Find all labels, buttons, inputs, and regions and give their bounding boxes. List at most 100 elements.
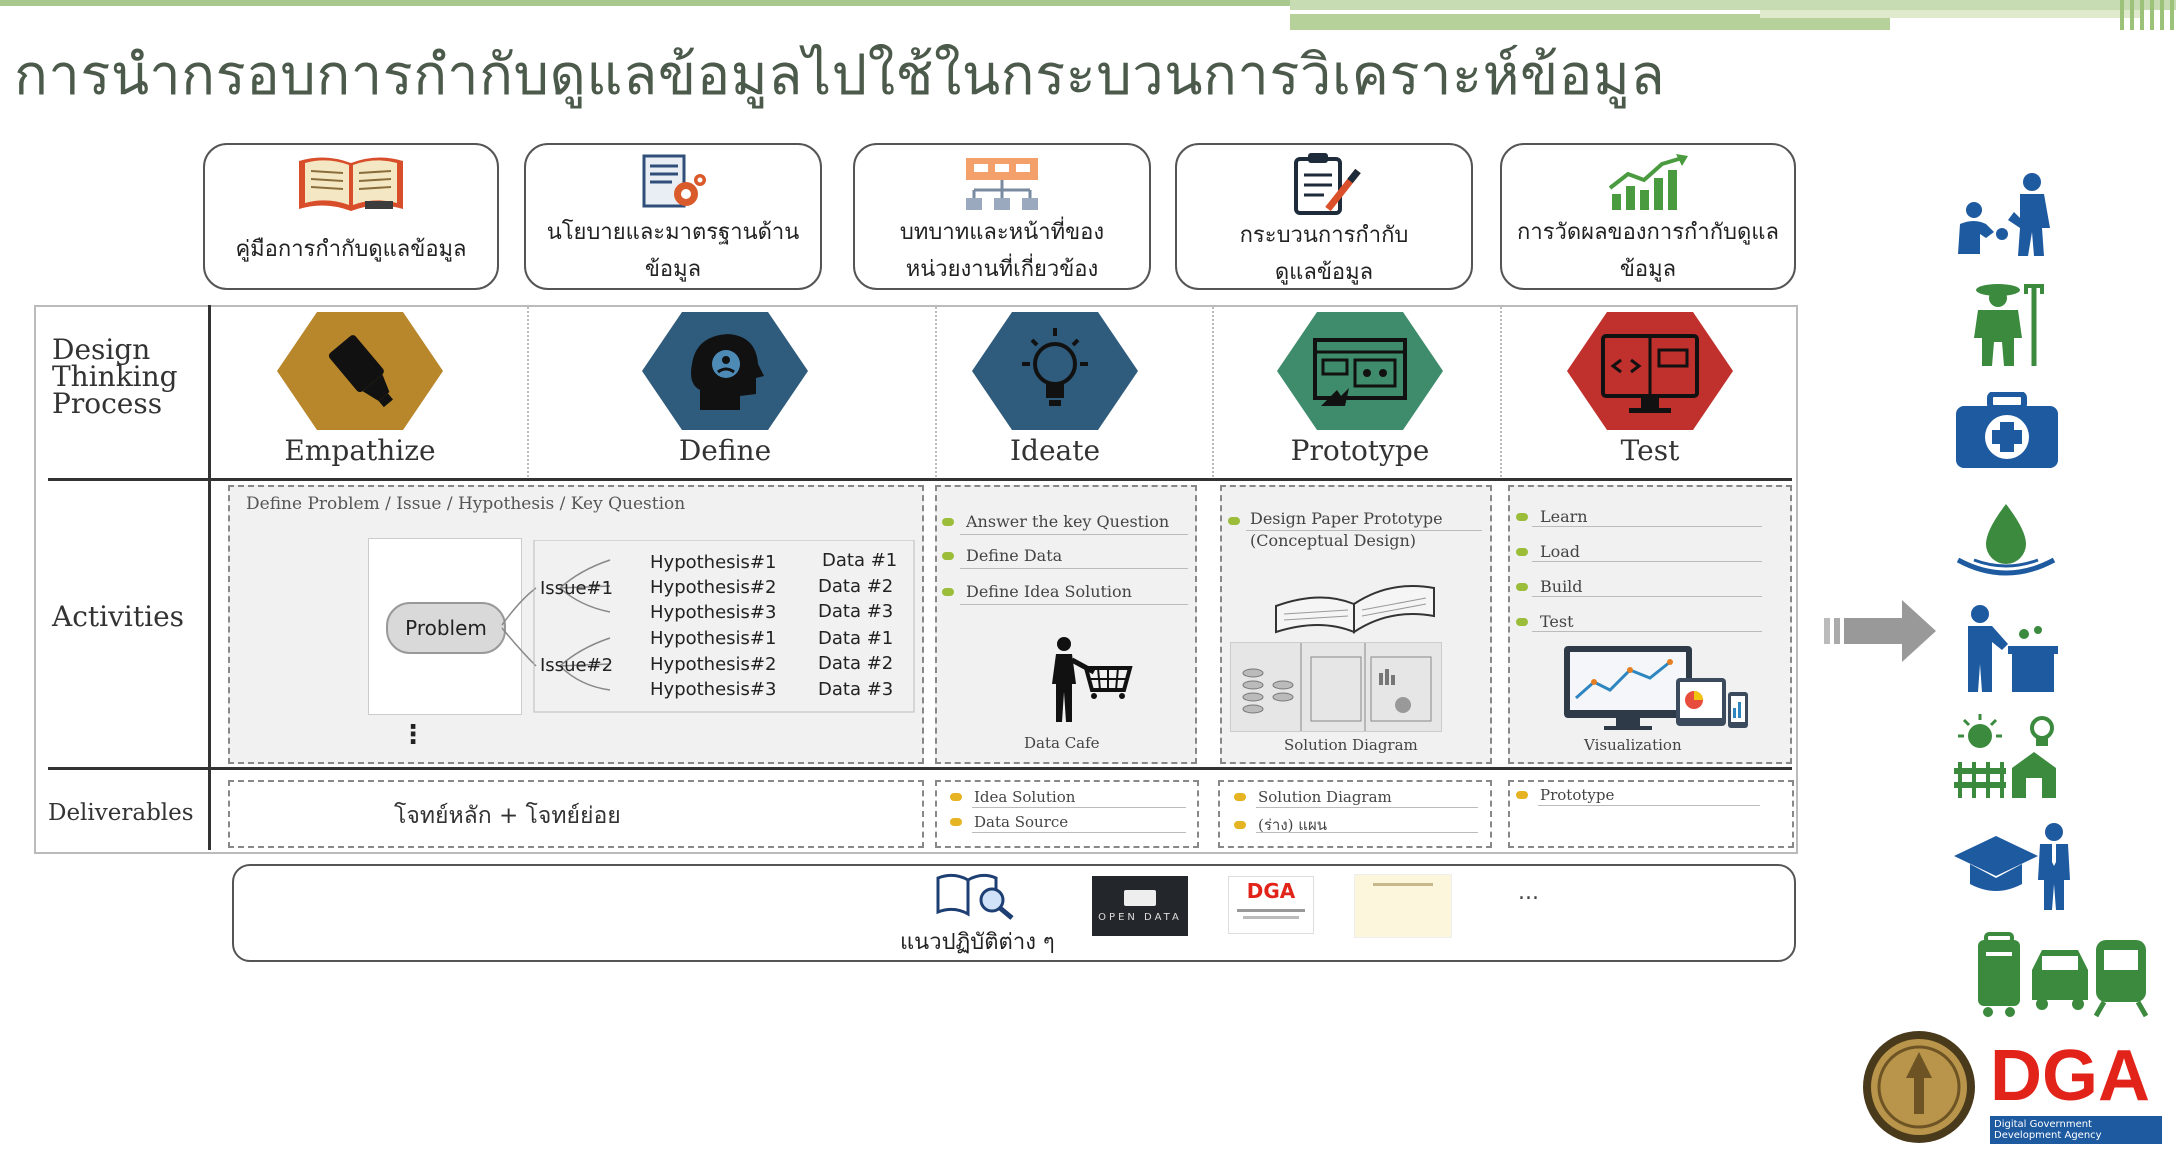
stage-name: Ideate xyxy=(1009,434,1101,467)
guidelines-box xyxy=(232,864,1796,962)
dga-document-thumbnail: DGA xyxy=(1228,876,1314,934)
bullet-dot xyxy=(1234,793,1246,801)
item-underline xyxy=(1532,526,1762,527)
item-underline xyxy=(960,568,1188,569)
ellipsis-marker: ⋮ xyxy=(400,720,426,750)
document-thumbnail xyxy=(1354,874,1452,938)
stage-empathize: Empathize xyxy=(270,310,450,470)
column-divider xyxy=(527,307,529,477)
stage-name: Empathize xyxy=(284,434,436,467)
governance-box-manual: คู่มือการกำกับดูแลข้อมูล xyxy=(203,143,499,290)
government-seal-logo xyxy=(1863,1031,1975,1143)
item-underline xyxy=(960,534,1188,535)
solution-diagram-image xyxy=(1230,642,1442,732)
row-label-divider xyxy=(208,305,211,850)
test-item: Learn xyxy=(1516,507,1588,526)
bullet-dot xyxy=(950,818,962,826)
water-drop-icon xyxy=(1956,504,2056,576)
head-silhouette-icon xyxy=(642,312,808,430)
header-decor-band xyxy=(1290,14,1890,30)
test-item: Test xyxy=(1516,612,1574,631)
governance-box-measurement: การวัดผลของการกำกับดูแล ข้อมูล xyxy=(1500,143,1796,290)
stage-name: Define xyxy=(678,434,772,467)
deliverable-item: Solution Diagram xyxy=(1234,788,1392,806)
row-label-process: Design Thinking Process xyxy=(52,333,178,420)
shopper-cart-icon xyxy=(1052,637,1133,722)
lightbulb-icon xyxy=(972,312,1138,430)
deliverable-test-box xyxy=(1508,780,1794,848)
stage-define: Define xyxy=(635,310,815,470)
item-underline xyxy=(1532,561,1762,562)
ideate-item: Define Data xyxy=(942,546,1062,565)
item-underline xyxy=(1256,807,1478,808)
prototype-item xyxy=(1228,510,1252,529)
header-decor-band xyxy=(1290,0,2176,10)
bullet-dot xyxy=(1234,821,1246,829)
stage-ideate: Ideate xyxy=(965,310,1145,470)
item-underline xyxy=(1256,832,1478,833)
data-label: Data #2 xyxy=(818,653,894,674)
org-chart-icon xyxy=(962,151,1042,214)
slide-title: การนำกรอบการกำกับดูแลข้อมูลไปใช้ในกระบวน… xyxy=(14,43,1666,108)
education-icon xyxy=(1954,823,2070,910)
deliverable-item: (ร่าง) แผน xyxy=(1234,813,1327,837)
deliverable-item: Data Source xyxy=(950,813,1068,831)
row-divider xyxy=(48,478,1792,481)
bullet-dot xyxy=(1516,582,1528,591)
code-monitor-icon xyxy=(1567,312,1733,430)
hypothesis-label: Hypothesis#1 xyxy=(650,628,777,649)
problem-label: Problem xyxy=(405,616,487,640)
governance-box-label: คู่มือการกำกับดูแลข้อมูล xyxy=(235,237,467,262)
guidelines-label: แนวปฏิบัติต่าง ๆ xyxy=(900,930,1055,955)
item-underline xyxy=(960,604,1188,605)
governance-box-roles: บทบาทและหน้าที่ของ หน่วยงานที่เกี่ยวข้อง xyxy=(853,143,1151,290)
issue-label: Issue#2 xyxy=(540,655,614,676)
row-label-deliverables: Deliverables xyxy=(48,800,194,826)
item-underline xyxy=(972,807,1186,808)
highlighter-icon xyxy=(277,312,443,430)
dga-logo-subtext: Digital Government Development Agency xyxy=(1990,1116,2162,1144)
ideate-item: Answer the key Question xyxy=(942,512,1169,531)
ideate-item: Define Idea Solution xyxy=(942,582,1132,601)
open-book-sketch-icon xyxy=(1275,585,1435,634)
header-decor-band xyxy=(1760,10,2140,18)
prototype-caption: Solution Diagram xyxy=(1284,736,1418,754)
deliverable-prototype-box xyxy=(1218,780,1492,848)
stage-name: Test xyxy=(1620,434,1680,467)
header-decor-stripes xyxy=(2120,0,2176,30)
governance-box-label: กระบวนการกำกับ ดูแลข้อมูล xyxy=(1239,223,1409,285)
ideate-caption: Data Cafe xyxy=(1024,734,1100,752)
caregiver-icon xyxy=(1958,173,2050,256)
data-label: Data #3 xyxy=(818,679,894,700)
clipboard-pen-icon xyxy=(1284,151,1364,217)
bullet-dot xyxy=(1228,517,1240,525)
hypothesis-label: Hypothesis#2 xyxy=(650,654,777,675)
item-underline xyxy=(1532,596,1762,597)
mind-map-connectors xyxy=(501,540,915,713)
stage-name: Prototype xyxy=(1290,434,1430,467)
waste-bin-icon xyxy=(1968,605,2058,692)
data-label: Data #3 xyxy=(818,601,894,622)
deliverable-item: Prototype xyxy=(1516,786,1614,804)
test-caption: Visualization xyxy=(1584,736,1682,754)
smart-farm-icon xyxy=(1954,714,2056,798)
test-item: Build xyxy=(1516,577,1583,596)
governance-box-label: นโยบายและมาตรฐานด้าน ข้อมูล xyxy=(546,220,800,282)
book-magnifier-icon xyxy=(936,873,1014,920)
medical-kit-icon xyxy=(1956,392,2058,468)
policy-document-gear-icon xyxy=(638,151,708,214)
column-divider xyxy=(1500,307,1502,477)
governance-box-label: บทบาทและหน้าที่ของ หน่วยงานที่เกี่ยวข้อง xyxy=(899,220,1105,282)
column-divider xyxy=(935,307,937,477)
open-data-thumbnail: OPEN DATA xyxy=(1092,876,1188,936)
dga-thumbnail-logo: DGA xyxy=(1246,879,1296,903)
define-activity-header: Define Problem / Issue / Hypothesis / Ke… xyxy=(246,494,686,514)
item-underline xyxy=(972,832,1186,833)
hypothesis-label: Hypothesis#3 xyxy=(650,602,777,623)
open-data-text: OPEN DATA xyxy=(1098,911,1182,923)
hypothesis-label: Hypothesis#3 xyxy=(650,679,777,700)
hypothesis-label: Hypothesis#2 xyxy=(650,577,777,598)
bullet-dot xyxy=(1516,512,1528,521)
bullet-dot xyxy=(1516,617,1528,626)
row-divider xyxy=(48,767,1792,770)
